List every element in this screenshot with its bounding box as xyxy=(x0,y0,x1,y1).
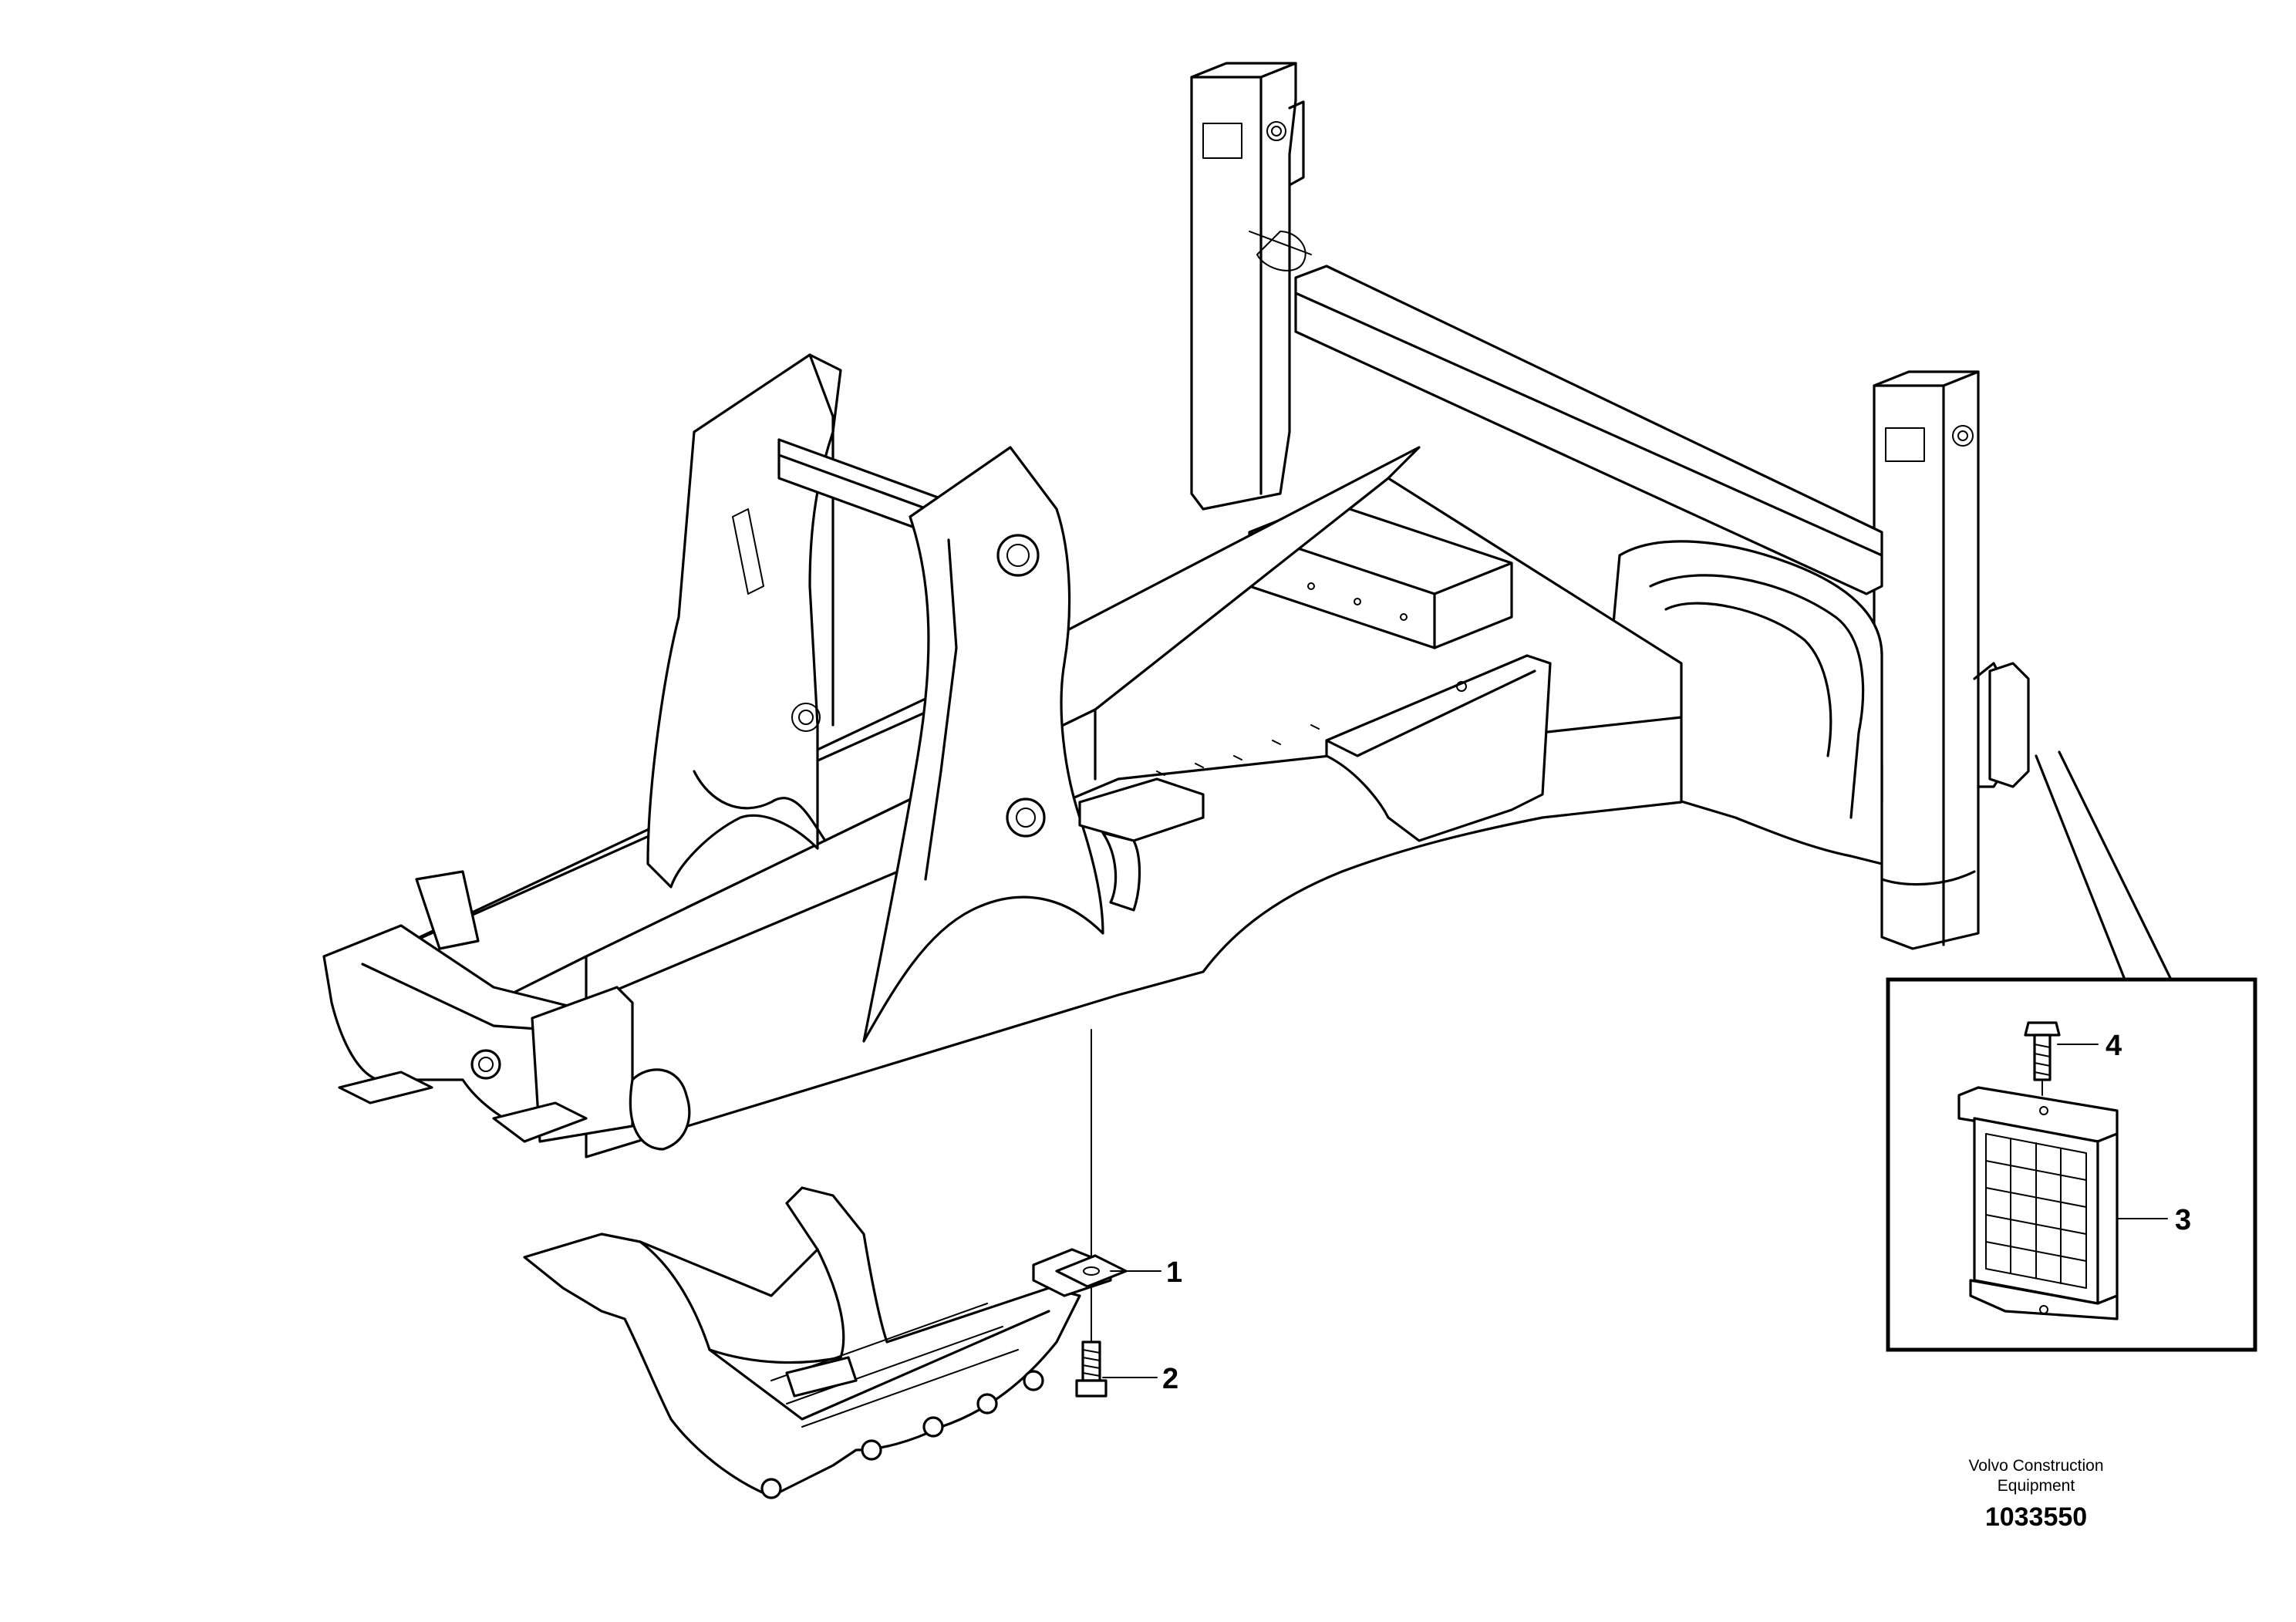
callout-2: 2 xyxy=(1102,1363,1178,1395)
callout-3-label: 3 xyxy=(2175,1204,2191,1236)
title-block: Volvo Construction Equipment 1033550 xyxy=(1928,1456,2144,1533)
rear-right-post xyxy=(1873,370,2005,950)
right-gusset-bracket xyxy=(1325,654,1552,842)
front-end-assembly xyxy=(322,870,691,1151)
front-left-pillar xyxy=(646,353,842,889)
grille-mesh xyxy=(1985,1133,2087,1289)
detail-pointer xyxy=(2035,750,2173,981)
drawing-number: 1033550 xyxy=(1984,1502,2088,1532)
callout-2-label: 2 xyxy=(1162,1363,1178,1395)
grille-part-3 xyxy=(1957,1086,2119,1320)
callout-4-label: 4 xyxy=(2106,1030,2122,1062)
company-name-line1: Volvo Construction xyxy=(1968,1457,2104,1475)
mid-bracket xyxy=(1078,777,1205,912)
callout-4: 4 xyxy=(2057,1030,2122,1062)
front-right-pillar xyxy=(862,446,1104,1043)
company-name-line2: Equipment xyxy=(1997,1477,2075,1495)
rear-pivot-block xyxy=(1988,662,2030,788)
upper-crossbeam xyxy=(1249,231,1883,595)
bolt-part-4 xyxy=(2024,1021,2061,1096)
step-assembly xyxy=(523,1186,1112,1499)
bolt-part-2 xyxy=(1075,1340,1108,1398)
callout-1-label: 1 xyxy=(1166,1256,1182,1289)
rear-left-post xyxy=(1190,62,1305,511)
loader-frame-assembly xyxy=(322,62,2030,1158)
callout-3: 3 xyxy=(2116,1204,2191,1236)
detail-view xyxy=(1886,750,2257,1352)
callout-1: 1 xyxy=(1110,1256,1182,1289)
